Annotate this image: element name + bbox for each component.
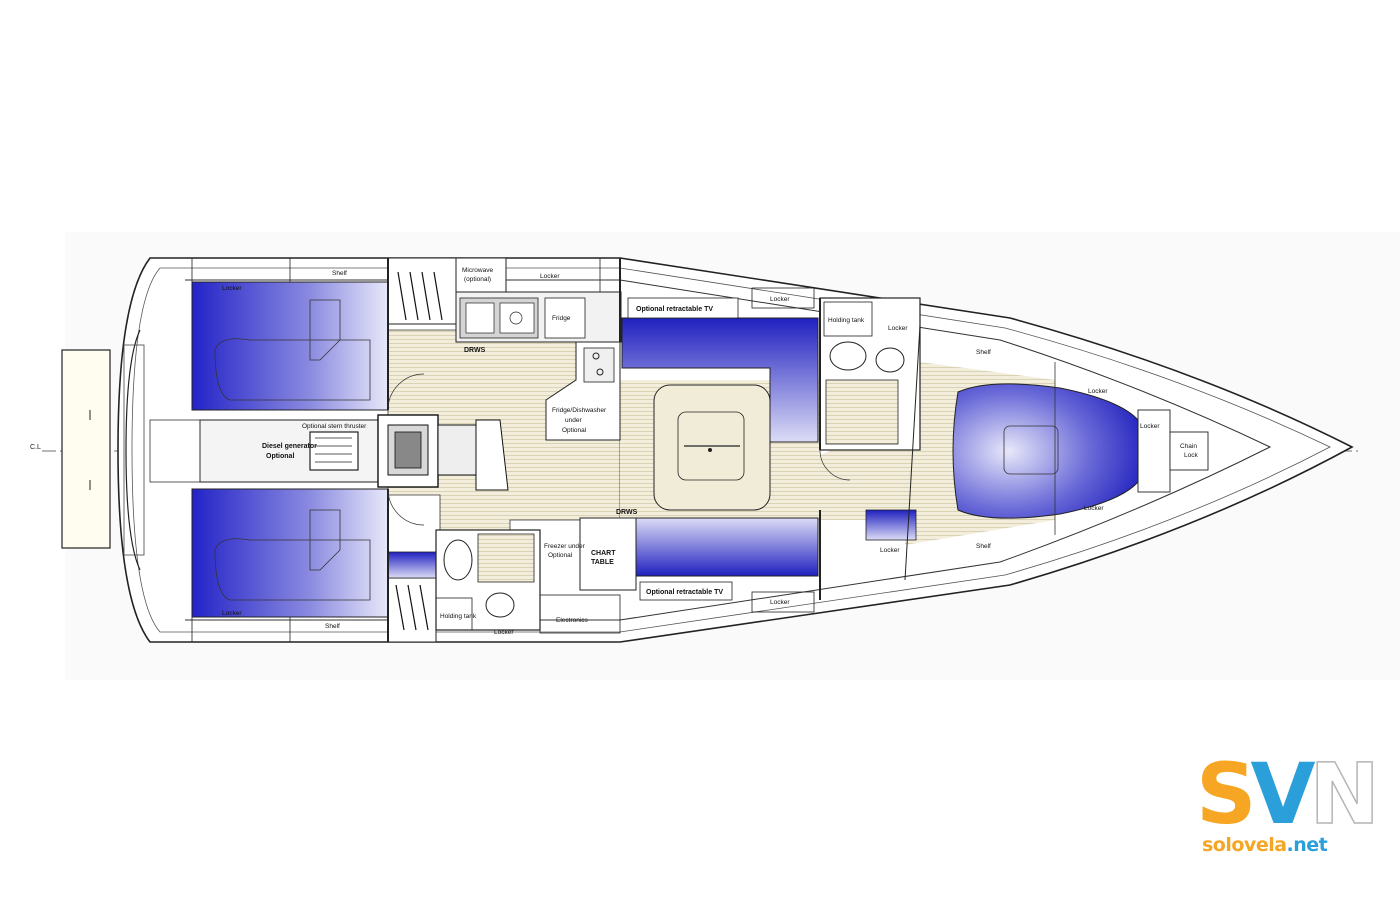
fridge-dishwasher-label: Fridge/Dishwasher	[552, 407, 607, 414]
table-label: TABLE	[591, 559, 614, 566]
microwave-optional-label: (optional)	[464, 276, 491, 283]
electronics-label: Electronics	[556, 617, 589, 624]
optional-tv-bottom	[639, 581, 733, 601]
cabin-line	[185, 279, 1272, 621]
fridge-optional-label: Optional	[562, 427, 587, 434]
freezer-label: Freezer under	[544, 543, 586, 550]
galley-drws-label: DRWS	[464, 347, 486, 354]
fwd-heads-locker-label: Locker	[888, 325, 908, 332]
lock-label: Lock	[1184, 452, 1198, 459]
solovela-logo: SVN solovela.net	[1196, 751, 1381, 862]
fridge-under-label: under	[565, 417, 582, 424]
galley-locker-label: Locker	[540, 273, 560, 280]
optional-tv-top	[627, 297, 739, 319]
logo-site-name: solovela.net	[1202, 834, 1328, 856]
generator-optional-label: Optional	[266, 453, 294, 460]
aft-cabin-port-bed	[191, 281, 389, 411]
nav-drws-label: DRWS	[616, 509, 638, 516]
centerline-label: C.L	[30, 444, 41, 451]
aft-port-shelf-label: Shelf	[332, 270, 347, 277]
forward-cabin-bed	[952, 383, 1139, 519]
engine	[377, 414, 509, 491]
saloon-table	[653, 384, 771, 511]
generator-label: Diesel generator	[262, 443, 317, 450]
fwd-holding-tank-label: Holding tank	[828, 317, 865, 324]
fridge-label: Fridge	[552, 315, 571, 322]
aft-stbd-shelf-label: Shelf	[325, 623, 340, 630]
fwd-shelf-top-label: Shelf	[976, 349, 991, 356]
aft-stbd-locker-label: Locker	[222, 610, 242, 617]
microwave-box	[455, 257, 507, 293]
tv-top-label: Optional retractable TV	[636, 306, 713, 313]
aft-port-locker-label: Locker	[222, 285, 242, 292]
fwd-shelf-bottom-label: Shelf	[976, 543, 991, 550]
chain-locker	[1169, 431, 1209, 471]
saloon-settee-stbd	[635, 517, 819, 577]
fwd-locker-bottom-label: Locker	[1084, 505, 1104, 512]
stern-thruster-label: Optional stern thruster	[302, 423, 367, 430]
fwd-bow-locker-label: Locker	[1140, 423, 1160, 430]
freezer-optional-label: Optional	[548, 552, 573, 559]
swim-platform	[61, 349, 111, 549]
companionway-port	[387, 257, 457, 325]
tv-bottom-label: Optional retractable TV	[646, 589, 723, 596]
aft-cabin-stbd-bed	[191, 488, 389, 618]
aft-holding-tank-label: Holding tank	[440, 613, 477, 620]
saloon-locker-top-label: Locker	[770, 296, 790, 303]
microwave-label: Microwave	[462, 267, 493, 274]
fwd-stbd-locker-label: Locker	[880, 547, 900, 554]
saloon-locker-bottom-label: Locker	[770, 599, 790, 606]
fwd-locker-top-label: Locker	[1088, 388, 1108, 395]
chart-label: CHART	[591, 550, 616, 557]
aft-heads-locker-label: Locker	[494, 629, 514, 636]
chain-label: Chain	[1180, 443, 1197, 450]
logo-letters: SVN	[1196, 745, 1381, 843]
hull-inner-line	[131, 267, 1331, 633]
